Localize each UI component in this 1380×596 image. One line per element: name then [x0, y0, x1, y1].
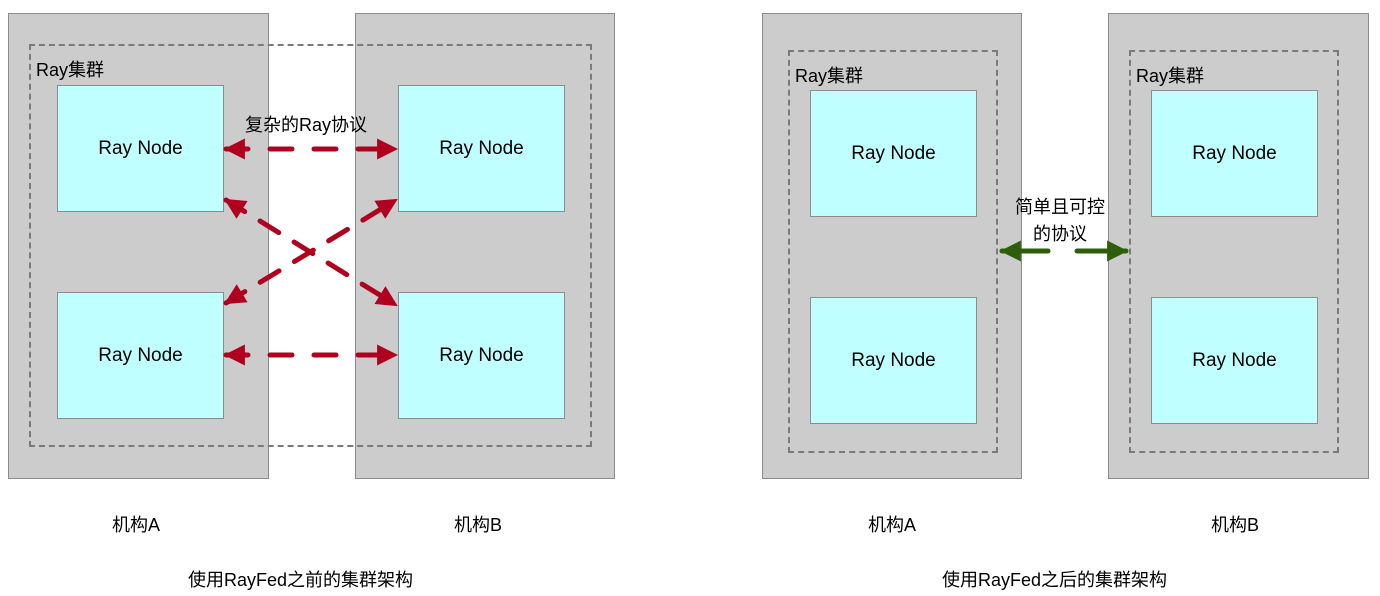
ray-node-a2: Ray Node — [57, 292, 224, 419]
org-a-label-left: 机构A — [112, 515, 161, 535]
org-b-label-left: 机构B — [454, 515, 503, 535]
ray-node-b2-right: Ray Node — [1151, 297, 1318, 424]
complex-arrow-diag-2 — [223, 197, 399, 306]
ray-node-a1-right: Ray Node — [810, 90, 977, 217]
ray-node-a1: Ray Node — [57, 85, 224, 212]
ray-cluster-b — [1129, 50, 1339, 453]
complex-protocol-label: 复杂的Ray协议 — [245, 115, 368, 135]
org-b-label-right: 机构B — [1211, 515, 1260, 535]
cluster-label: Ray集群 — [36, 60, 105, 80]
cluster-b-label: Ray集群 — [1136, 66, 1205, 86]
ray-node-b2: Ray Node — [398, 292, 565, 419]
org-a-label-right: 机构A — [868, 515, 917, 535]
shared-ray-cluster — [29, 44, 592, 447]
caption-after: 使用RayFed之后的集群架构 — [942, 570, 1168, 590]
ray-node-b1-right: Ray Node — [1151, 90, 1318, 217]
cluster-a-label: Ray集群 — [795, 66, 864, 86]
ray-cluster-a — [788, 50, 998, 453]
ray-node-a2-right: Ray Node — [810, 297, 977, 424]
ray-node-b1: Ray Node — [398, 85, 565, 212]
simple-protocol-label-line2: 的协议 — [1033, 224, 1087, 244]
caption-before: 使用RayFed之前的集群架构 — [188, 570, 414, 590]
simple-protocol-label-line1: 简单且可控 — [1015, 197, 1105, 217]
